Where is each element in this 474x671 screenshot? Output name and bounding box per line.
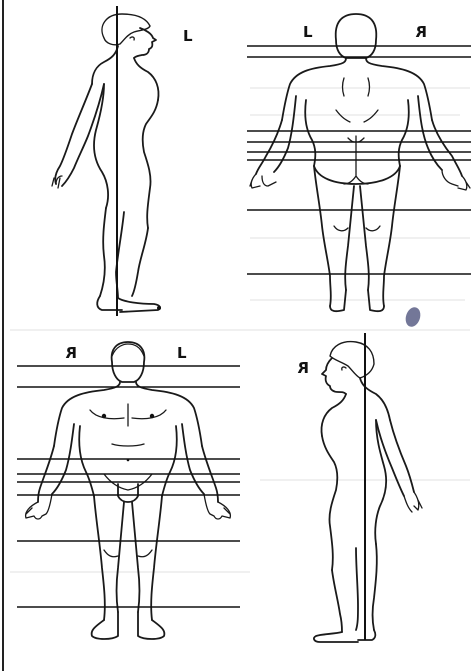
front-view-label-left: R — [65, 344, 77, 362]
side-view-left-figure — [52, 14, 161, 312]
side-view-right-label: R — [297, 359, 309, 377]
back-view-label-left: L — [303, 23, 313, 41]
side-view-right-figure — [314, 342, 422, 642]
side-view-left-label: L — [183, 27, 193, 45]
ink-smudge — [403, 305, 422, 328]
back-view-label-right: R — [415, 23, 427, 41]
back-view-figure — [250, 14, 470, 311]
front-view-label-right: L — [177, 344, 187, 362]
